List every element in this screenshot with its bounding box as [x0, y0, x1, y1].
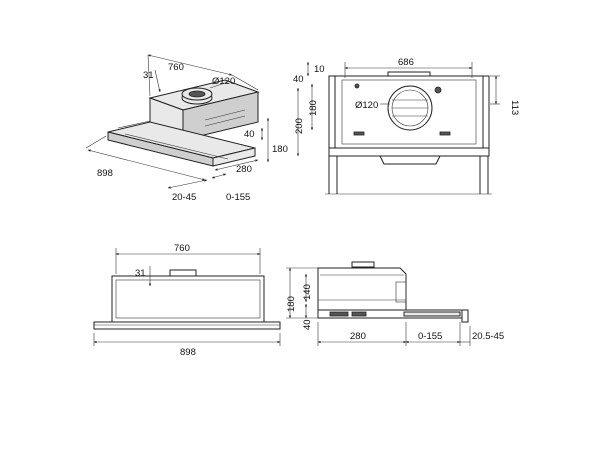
front-top-view: 686 10 40 180 200 [293, 57, 520, 195]
iso-dim-20-45: 20-45 [172, 192, 196, 203]
side-dim-280: 280 [350, 331, 366, 342]
isometric-view: 760 31 Ø120 40 180 280 898 20-45 0-155 [85, 54, 288, 203]
front-body [111, 275, 265, 323]
front-top-dim-200: 200 [294, 118, 305, 134]
front-top-dim-113: 113 [509, 100, 520, 115]
iso-dim-40: 40 [244, 129, 255, 140]
iso-dim-898: 898 [97, 168, 113, 179]
front-top-duct-circle [387, 85, 433, 131]
side-dim-0-155: 0-155 [418, 331, 442, 342]
front-dim-898: 898 [180, 347, 196, 358]
side-dim-20-5-45: 20.5-45 [472, 331, 504, 342]
side-dim-140: 140 [302, 284, 313, 300]
iso-duct-hole [188, 90, 206, 98]
front-top-dim-10: 10 [314, 64, 325, 75]
front-tray [93, 321, 281, 330]
front-top-dim-686: 686 [398, 57, 414, 68]
side-dim-40: 40 [302, 319, 313, 330]
iso-dim-180: 180 [272, 144, 288, 155]
iso-dim-0-155: 0-155 [226, 192, 250, 203]
front-top-dim-duct: Ø120 [355, 100, 378, 111]
side-body [317, 267, 407, 311]
side-dim-180: 180 [286, 296, 297, 312]
iso-dim-31: 31 [143, 70, 154, 81]
front-top-dim-180: 180 [308, 100, 319, 116]
iso-dim-280: 280 [236, 164, 252, 175]
iso-dim-760: 760 [168, 62, 184, 73]
front-dim-31: 31 [135, 268, 146, 279]
side-view: 180 140 40 280 0-155 20.5-45 [286, 261, 504, 346]
front-dim-760: 760 [174, 243, 190, 254]
front-view: 760 31 898 [93, 243, 281, 358]
front-top-dim-40: 40 [293, 74, 304, 85]
iso-dim-duct: Ø120 [212, 76, 235, 87]
